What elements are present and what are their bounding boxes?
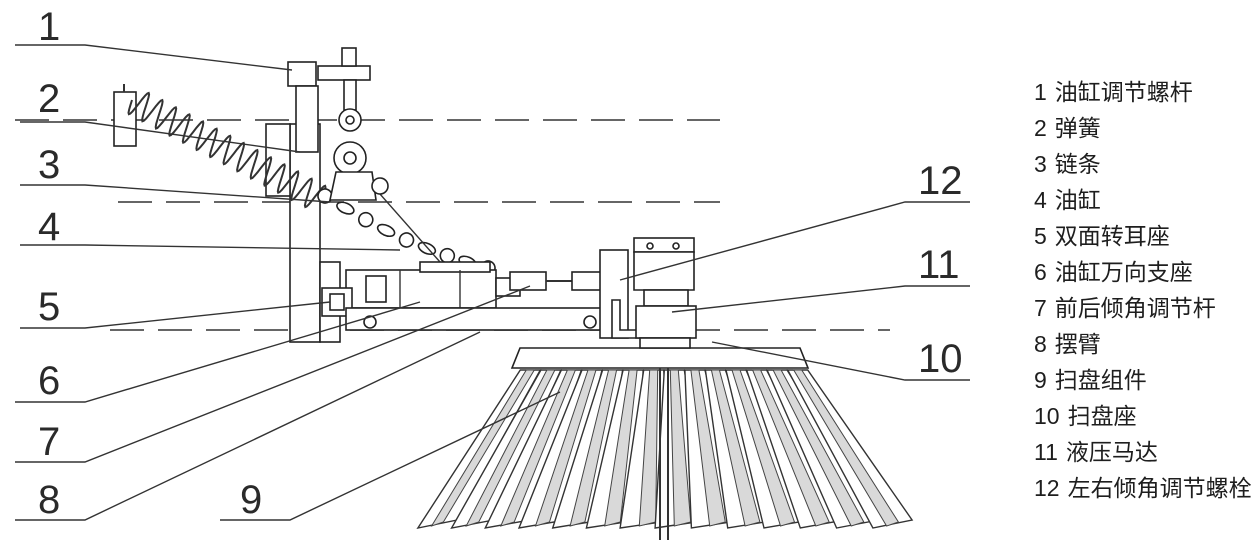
legend-part-name: 油缸万向支座 xyxy=(1054,260,1193,286)
legend-item: 11 液压马达 xyxy=(1034,434,1256,470)
legend-part-name: 扫盘座 xyxy=(1067,404,1137,430)
legend-item: 4 油缸 xyxy=(1034,182,1256,218)
legend-item: 6 油缸万向支座 xyxy=(1034,254,1256,290)
callout-3: 3 xyxy=(38,143,60,187)
callout-1: 1 xyxy=(38,5,60,49)
brush-blade-shade xyxy=(690,369,726,527)
legend-number: 3 xyxy=(1034,151,1047,177)
legend-number: 7 xyxy=(1034,295,1047,321)
swing-arm xyxy=(345,307,615,331)
callout-7: 7 xyxy=(38,420,60,464)
hydraulic-cylinder xyxy=(345,261,521,309)
chain-link xyxy=(357,211,374,228)
callout-10: 10 xyxy=(918,337,963,381)
legend-number: 6 xyxy=(1034,259,1047,285)
legend-item: 2 弹簧 xyxy=(1034,110,1256,146)
brush-blade-shade xyxy=(751,369,830,527)
legend-part-name: 扫盘组件 xyxy=(1054,368,1147,394)
brush-blade-shade xyxy=(710,369,761,527)
legend-part-name: 前后倾角调节杆 xyxy=(1054,296,1216,322)
brush-blade-shade xyxy=(792,369,900,527)
legend-number: 8 xyxy=(1034,331,1047,357)
brush-shaft xyxy=(659,368,669,540)
callout-11: 11 xyxy=(918,243,960,287)
legend-part-name: 左右倾角调节螺栓 xyxy=(1067,476,1252,502)
brush-blade-shade xyxy=(499,369,577,527)
legend-item: 7 前后倾角调节杆 xyxy=(1034,290,1256,326)
legend-number: 4 xyxy=(1034,187,1047,213)
leader-lines xyxy=(15,44,970,521)
brush-seat xyxy=(510,337,810,369)
legend-item: 12 左右倾角调节螺栓 xyxy=(1034,470,1256,506)
legend-number: 5 xyxy=(1034,223,1047,249)
brush-blade-shade xyxy=(772,369,865,527)
legend-number: 2 xyxy=(1034,115,1047,141)
legend-item: 10 扫盘座 xyxy=(1034,398,1256,434)
callout-9: 9 xyxy=(240,478,262,522)
legend-number: 12 xyxy=(1034,475,1060,501)
chain-link xyxy=(336,201,355,215)
legend-item: 5 双面转耳座 xyxy=(1034,218,1256,254)
legend-part-name: 液压马达 xyxy=(1065,440,1158,466)
callout-8: 8 xyxy=(38,478,60,522)
callout-12: 12 xyxy=(918,159,963,203)
brush-blade-shade xyxy=(430,369,536,527)
legend-part-name: 弹簧 xyxy=(1054,116,1101,142)
legend-item: 1 油缸调节螺杆 xyxy=(1034,74,1256,110)
legend-item: 9 扫盘组件 xyxy=(1034,362,1256,398)
legend-item: 3 链条 xyxy=(1034,146,1256,182)
callout-6: 6 xyxy=(38,359,60,403)
legend-number: 9 xyxy=(1034,367,1047,393)
cylinder-adjusting-screw xyxy=(287,47,371,153)
callout-4: 4 xyxy=(38,205,60,249)
brush-blade-shade xyxy=(569,369,618,527)
legend-part-name: 双面转耳座 xyxy=(1054,224,1170,250)
brush-assembly xyxy=(416,369,914,530)
brush-blade-shade xyxy=(465,369,556,527)
spring xyxy=(113,84,327,209)
chain-hanger xyxy=(379,193,441,263)
legend-number: 1 xyxy=(1034,79,1047,105)
legend-part-name: 链条 xyxy=(1054,152,1101,178)
legend-number: 11 xyxy=(1034,439,1058,465)
callout-2: 2 xyxy=(38,77,60,121)
legend-number: 10 xyxy=(1034,403,1060,429)
hydraulic-motor xyxy=(633,237,697,339)
tilt-bracket xyxy=(599,249,641,339)
parts-legend: 1 油缸调节螺杆 2 弹簧 3 链条 4 油缸 5 双面转耳座 6 油缸万向支座 7 前后倾角… xyxy=(1034,74,1256,506)
brush-blade-shade xyxy=(534,369,597,527)
legend-item: 8 摆臂 xyxy=(1034,326,1256,362)
legend-part-name: 摆臂 xyxy=(1054,332,1101,358)
callout-5: 5 xyxy=(38,285,60,329)
brush-blade-shade xyxy=(731,369,796,527)
callout-labels: 1 2 3 4 5 6 7 8 9 10 11 12 xyxy=(38,5,963,522)
swivel-eye-joint xyxy=(329,141,389,201)
legend-part-name: 油缸 xyxy=(1054,188,1101,214)
legend-part-name: 油缸调节螺杆 xyxy=(1054,80,1193,106)
chain-link xyxy=(417,241,437,256)
chain-link xyxy=(398,232,415,248)
chain-link xyxy=(376,223,396,238)
